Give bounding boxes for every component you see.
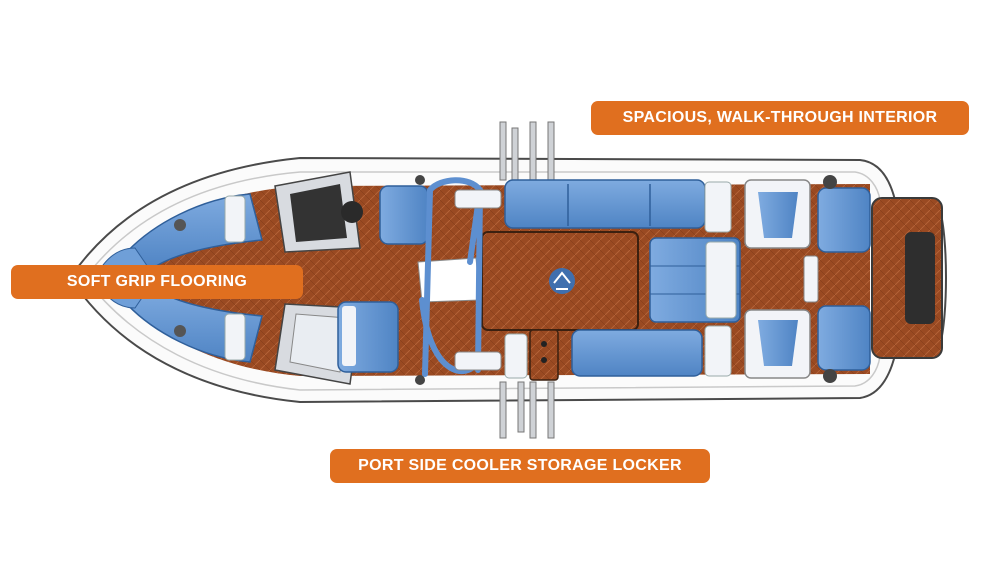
- passenger-seat-bolster: [342, 306, 356, 366]
- callout-cooler-storage-locker: PORT SIDE COOLER STORAGE LOCKER: [330, 449, 710, 483]
- aft-lounge-starboard: [817, 305, 871, 371]
- bow-armrest-upper: [224, 195, 246, 243]
- walkway-step: [803, 255, 819, 303]
- cupholder-icon: [415, 175, 425, 185]
- aft-speaker-port: [823, 175, 837, 189]
- callout-spacious-interior: SPACIOUS, WALK-THROUGH INTERIOR: [591, 101, 969, 135]
- wakeboard-tower-icon: [499, 121, 555, 439]
- center-transom-backrest: [705, 241, 737, 319]
- helm-dash-screen: [290, 184, 347, 242]
- tower-mount-bottom: [454, 351, 502, 371]
- bow-speaker-upper: [174, 219, 186, 231]
- bow-speaker-lower: [174, 325, 186, 337]
- aft-lounge-port: [817, 187, 871, 253]
- tower-mount-top: [454, 189, 502, 209]
- boat-brand-logo-icon: [549, 268, 575, 294]
- helm-seat: [379, 185, 429, 245]
- bow-armrest-lower: [224, 313, 246, 361]
- rear-center-walkway: [748, 252, 858, 306]
- cupholder-icon: [415, 375, 425, 385]
- cooler-side-bolster: [504, 333, 528, 379]
- cooler-storage-locker: [529, 329, 559, 381]
- callout-soft-grip-flooring: SOFT GRIP FLOORING: [11, 265, 303, 299]
- aft-speaker-starboard: [823, 369, 837, 383]
- port-lounge-armrest: [704, 181, 732, 233]
- port-lounge-seat: [504, 179, 706, 229]
- starboard-lounge-armrest: [704, 325, 732, 377]
- steering-wheel-icon: [341, 201, 363, 223]
- tower-frame: [419, 177, 484, 377]
- starboard-lounge-seat: [571, 329, 703, 377]
- platform-step: [905, 232, 935, 324]
